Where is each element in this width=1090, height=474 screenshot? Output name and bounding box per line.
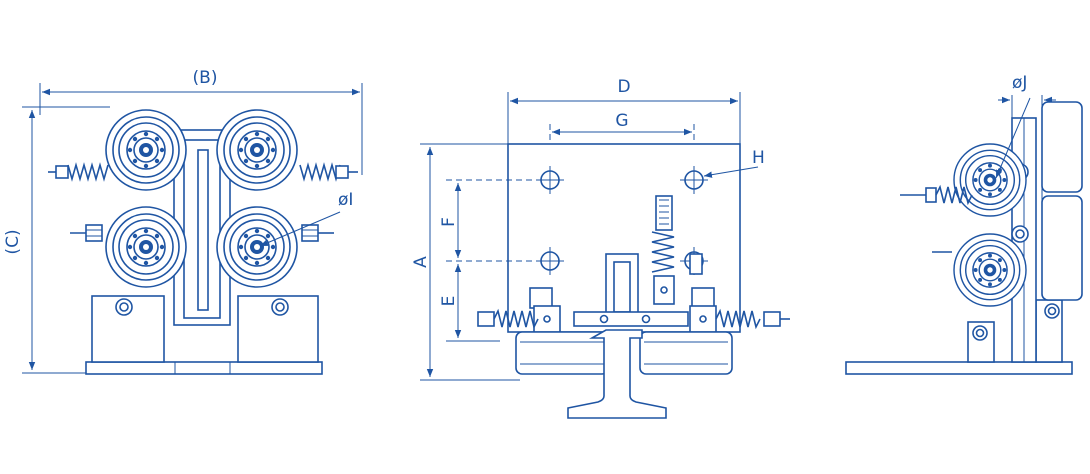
right-view: øJ xyxy=(845,73,1083,375)
guide-plate-top xyxy=(1041,101,1083,193)
wheel-bottom-right xyxy=(216,206,298,288)
label-f: F xyxy=(439,217,459,227)
wheel-top-right xyxy=(216,109,298,191)
label-e: E xyxy=(439,296,459,307)
bolt-hole-2 xyxy=(680,166,708,194)
wheel-top-left xyxy=(105,109,187,191)
guide-plate-bottom xyxy=(1041,195,1083,301)
bolt-hole-1 xyxy=(536,166,564,194)
i-beam-rail xyxy=(567,329,667,419)
wheel-right-bottom xyxy=(953,233,1027,307)
cross-arm xyxy=(573,311,689,327)
wheel-bottom-left xyxy=(105,206,187,288)
label-c: (C) xyxy=(3,229,23,254)
base-plate xyxy=(85,361,323,375)
bolt-hole-3 xyxy=(536,247,564,275)
wheel-right-top xyxy=(953,143,1027,217)
right-base-plate xyxy=(845,361,1073,375)
label-g: G xyxy=(615,111,628,131)
wheel-right-profile xyxy=(639,331,733,375)
label-i: øI xyxy=(338,190,353,210)
guide-block xyxy=(605,253,639,319)
left-view: (B) (C) øI xyxy=(3,68,363,375)
label-h: H xyxy=(752,148,765,168)
label-a: A xyxy=(411,256,431,268)
middle-view: D G H A F E xyxy=(411,77,790,419)
label-b: (B) xyxy=(193,68,218,88)
label-j: øJ xyxy=(1012,73,1027,93)
label-d: D xyxy=(617,77,630,97)
